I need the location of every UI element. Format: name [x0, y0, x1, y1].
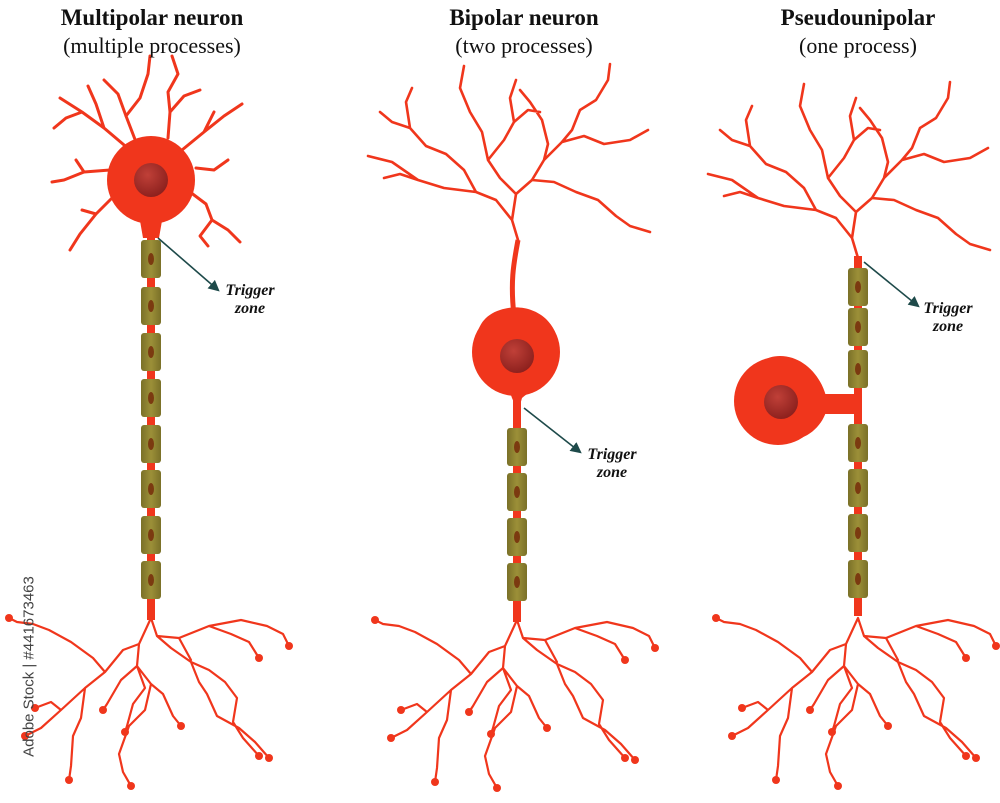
bipolar-trigger-zone-arrow	[523, 407, 582, 454]
multipolar-dendrites	[50, 54, 244, 252]
multipolar-trigger-zone-label: Trigger zone	[225, 282, 275, 317]
pseudounipolar-axon-terminals	[710, 612, 1000, 792]
pseudounipolar-neuron	[706, 80, 1000, 792]
pseudounipolar-subtitle: (one process)	[799, 33, 917, 58]
stock-watermark: Adobe Stock | #441673463	[20, 576, 38, 757]
multipolar-title-block: Multipolar neuron (multiple processes)	[40, 4, 264, 60]
pseudounipolar-nucleus	[764, 385, 798, 419]
bipolar-dendrites	[366, 62, 652, 242]
pseudounipolar-dendrites	[706, 80, 992, 260]
bipolar-trigger-zone-label: Trigger zone	[587, 446, 637, 481]
pseudounipolar-trigger-zone-label: Trigger zone	[923, 300, 973, 335]
bipolar-neuron	[366, 62, 661, 794]
pseudounipolar-myelin-sheath	[848, 268, 868, 598]
bipolar-axon-terminals	[369, 614, 661, 794]
multipolar-nucleus	[134, 163, 168, 197]
multipolar-axon-terminals	[3, 612, 295, 792]
multipolar-neuron	[3, 54, 295, 792]
pseudounipolar-title: Pseudounipolar	[780, 5, 936, 30]
pseudounipolar-title-block: Pseudounipolar (one process)	[746, 4, 970, 60]
bipolar-subtitle: (two processes)	[455, 33, 593, 58]
multipolar-subtitle: (multiple processes)	[63, 33, 241, 58]
multipolar-trigger-zone-arrow	[157, 237, 220, 292]
bipolar-title-block: Bipolar neuron (two processes)	[412, 4, 636, 60]
bipolar-nucleus	[500, 339, 534, 373]
multipolar-title: Multipolar neuron	[60, 5, 244, 30]
bipolar-title: Bipolar neuron	[449, 5, 599, 30]
pseudounipolar-trigger-zone-arrow	[863, 261, 920, 308]
